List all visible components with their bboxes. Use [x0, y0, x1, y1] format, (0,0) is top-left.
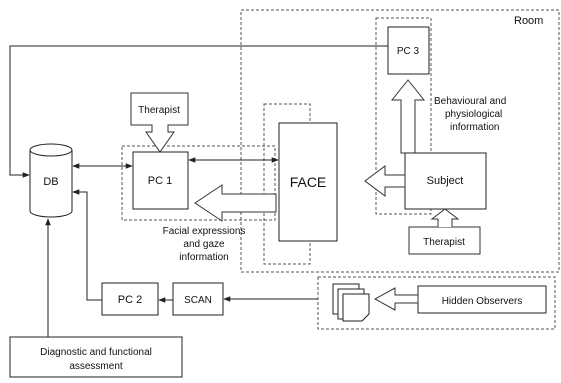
scan-label: SCAN — [184, 295, 212, 306]
therapist-bottom-callout — [408, 226, 481, 255]
scan-box — [172, 282, 224, 316]
behavioural-text-1: Behavioural and — [434, 96, 506, 107]
behavioural-up-arrow — [390, 79, 426, 154]
diagnostic-label-2: assessment — [69, 361, 123, 372]
pc3-dashed-region — [375, 17, 432, 215]
behavioural-text-3: information — [450, 122, 499, 133]
observers-dashed-region — [317, 276, 556, 330]
face-label: FACE — [290, 174, 327, 190]
pc1-box — [132, 151, 189, 210]
facial-text-1: Facial expressions — [163, 226, 246, 237]
pc3-box — [387, 26, 430, 75]
therapist-bottom-arrow — [430, 208, 460, 227]
therapist-top-label: Therapist — [138, 105, 180, 116]
db-label: DB — [43, 176, 58, 188]
subject-label: Subject — [427, 175, 464, 187]
diagnostic-label-1: Diagnostic and functional — [40, 347, 152, 358]
facial-text-3: information — [179, 252, 228, 263]
face-box — [278, 122, 338, 242]
pc2-box — [101, 282, 159, 316]
pc2-label: PC 2 — [118, 294, 142, 306]
db-cylinder — [29, 143, 73, 218]
pc1-dashed-region — [121, 145, 276, 221]
behavioural-text-2: physiological — [445, 109, 502, 120]
diagnostic-box — [9, 336, 183, 378]
therapist-top-callout — [130, 92, 189, 153]
subject-to-face-arrow — [364, 165, 406, 197]
document-stack-icon — [332, 283, 370, 322]
therapist-bottom-label: Therapist — [423, 237, 465, 248]
room-boundary — [240, 9, 560, 273]
observers-to-docs-arrow — [373, 287, 419, 311]
face-to-pc1-arrow — [194, 184, 277, 222]
pc1-label: PC 1 — [148, 175, 172, 187]
pc3-label: PC 3 — [397, 46, 420, 57]
facial-text-2: and gaze — [183, 239, 225, 250]
pc2-to-db-line — [72, 189, 102, 301]
pc3-to-db-line — [9, 45, 388, 178]
room-label: Room — [514, 15, 543, 27]
hidden-observers-label: Hidden Observers — [442, 296, 523, 307]
subject-box — [404, 152, 487, 210]
